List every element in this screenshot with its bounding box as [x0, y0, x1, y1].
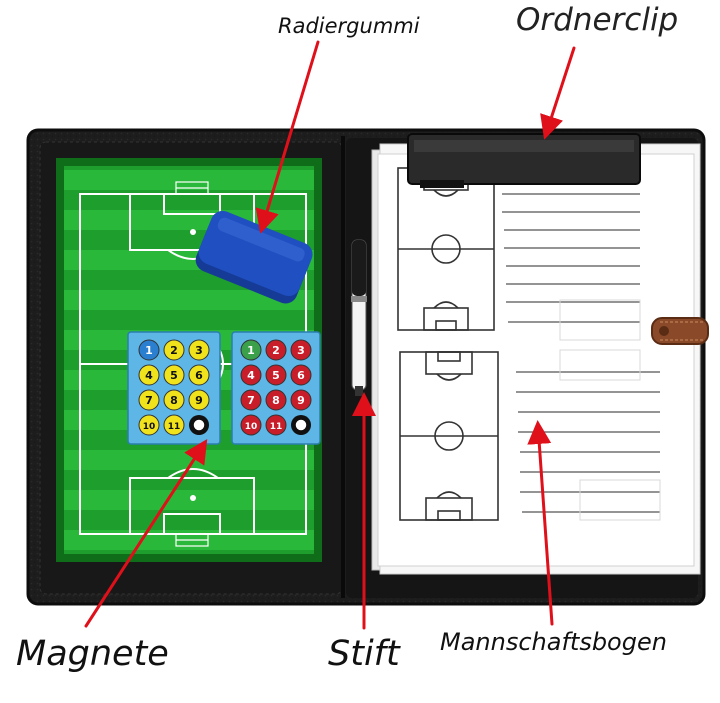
- team-sheets: [371, 143, 701, 575]
- red-magnet-number: 3: [297, 344, 305, 357]
- red-magnet: [240, 339, 262, 361]
- red-magnet: [240, 364, 262, 386]
- yellow-magnet: [163, 339, 185, 361]
- label-pen: Stift: [328, 634, 400, 674]
- red-magnet: [265, 389, 287, 411]
- label-folder-clip: Ordnerclip: [516, 2, 679, 38]
- yellow-magnet-number: 10: [143, 422, 156, 432]
- red-magnet: [240, 414, 262, 436]
- yellow-magnet: [188, 364, 210, 386]
- yellow-magnet-number: 1: [145, 344, 153, 357]
- label-magnets: Magnete: [16, 634, 169, 674]
- magnet-board-red: 1 2 3 4 5 6 7 8 9 10 11: [231, 331, 321, 445]
- pen: [351, 239, 367, 396]
- yellow-magnet-number: 9: [195, 394, 203, 407]
- red-magnet-number: 5: [272, 369, 280, 382]
- red-magnet-number: 1: [247, 344, 255, 357]
- yellow-magnet: [188, 339, 210, 361]
- yellow-magnet: [188, 389, 210, 411]
- magnet-board-yellow: 1 2 3 4 5 6 7 8 9 10 11: [127, 331, 221, 445]
- yellow-magnet: [138, 339, 160, 361]
- label-team-sheets: Mannschaftsbogen: [440, 628, 667, 656]
- annotation-arrows: [84, 40, 576, 630]
- eraser: [195, 210, 313, 304]
- arrow-eraser: [255, 40, 320, 234]
- sheet-lines: [502, 193, 660, 513]
- red-magnet: [265, 414, 287, 436]
- red-magnet-number: 10: [245, 422, 258, 432]
- yellow-magnet: [163, 414, 185, 436]
- yellow-magnet-number: 3: [195, 344, 203, 357]
- red-magnet: [290, 364, 312, 386]
- red-magnet-number: 9: [297, 394, 305, 407]
- red-magnet: [240, 389, 262, 411]
- soccer-ball-icon: [192, 418, 206, 432]
- red-magnet: [265, 364, 287, 386]
- red-magnet: [265, 339, 287, 361]
- folder-clip: [407, 133, 641, 188]
- red-magnet-number: 7: [247, 394, 255, 407]
- red-magnet-number: 11: [270, 422, 283, 432]
- arrow-clip: [540, 46, 576, 140]
- yellow-magnet: [163, 364, 185, 386]
- yellow-magnet: [138, 364, 160, 386]
- red-magnet-number: 6: [297, 369, 305, 382]
- arrow-sheets: [527, 420, 554, 626]
- yellow-magnet-number: 8: [170, 394, 178, 407]
- arrow-magnets: [84, 438, 208, 628]
- red-magnet: [290, 339, 312, 361]
- red-magnet: [290, 389, 312, 411]
- red-magnet-number: 2: [272, 344, 280, 357]
- mini-pitch-bottom: [399, 351, 499, 521]
- red-magnet-number: 4: [247, 369, 255, 382]
- yellow-magnet: [138, 414, 160, 436]
- yellow-magnet-number: 11: [168, 422, 181, 432]
- yellow-magnet-number: 5: [170, 369, 178, 382]
- yellow-magnet: [138, 389, 160, 411]
- soccer-ball-icon: [294, 418, 308, 432]
- yellow-magnet: [163, 389, 185, 411]
- yellow-magnet-number: 7: [145, 394, 153, 407]
- label-eraser: Radiergummi: [278, 14, 420, 38]
- yellow-magnet-number: 6: [195, 369, 203, 382]
- yellow-magnet-number: 4: [145, 369, 153, 382]
- yellow-magnet-number: 2: [170, 344, 178, 357]
- strap: [651, 317, 709, 345]
- red-magnet-number: 8: [272, 394, 280, 407]
